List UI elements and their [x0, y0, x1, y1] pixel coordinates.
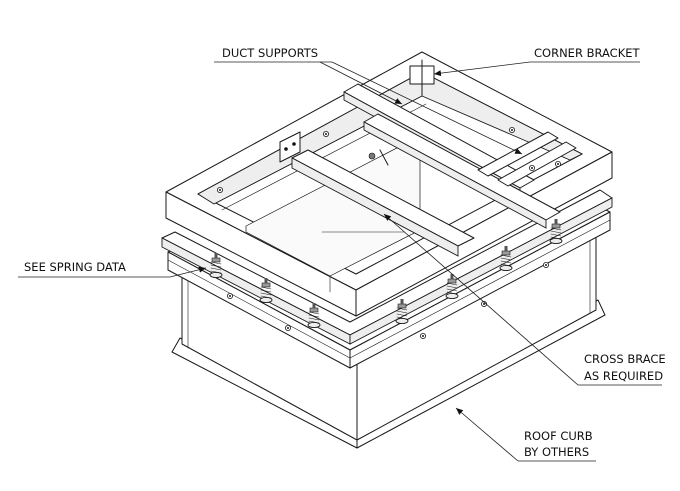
bolt-icon: [216, 186, 224, 194]
mounting-plate: [279, 131, 301, 163]
callout-duct-supports: DUCT SUPPORTS: [214, 46, 523, 155]
bolt-icon: [508, 126, 516, 134]
label-cross-brace-2: AS REQUIRED: [584, 369, 663, 383]
bolt-icon: [528, 164, 536, 172]
label-roof-curb-2: BY OTHERS: [524, 445, 589, 459]
bolt-icon: [322, 130, 330, 138]
label-cross-brace-1: CROSS BRACE: [584, 352, 666, 366]
label-corner-bracket: CORNER BRACKET: [534, 46, 641, 60]
label-duct-supports: DUCT SUPPORTS: [222, 46, 318, 60]
callout-cross-brace: CROSS BRACE AS REQUIRED: [383, 213, 666, 386]
cross-braces: [291, 131, 577, 257]
bolt-icon: [226, 292, 234, 300]
duct-supports: [343, 83, 561, 229]
bolt-icon: [284, 324, 292, 332]
callout-corner-bracket: CORNER BRACKET: [433, 46, 641, 77]
label-see-spring-data: SEE SPRING DATA: [24, 260, 126, 274]
label-roof-curb-1: ROOF CURB: [524, 429, 593, 443]
bolt-icon: [542, 261, 550, 269]
bolt-icon: [419, 332, 427, 340]
callout-roof-curb: ROOF CURB BY OTHERS: [455, 407, 596, 462]
callout-spring-data: SEE SPRING DATA: [18, 260, 207, 278]
bolt-icon: [554, 160, 562, 168]
upper-rail: [161, 189, 613, 345]
